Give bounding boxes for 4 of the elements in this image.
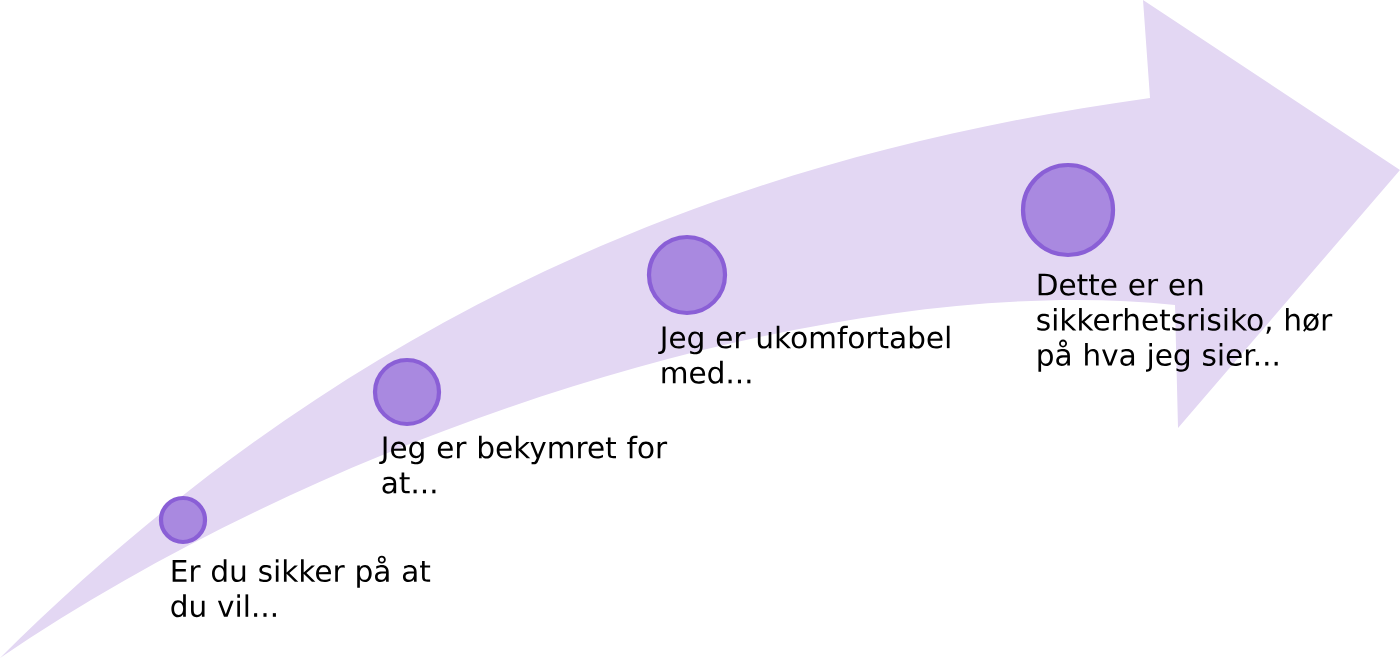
step-label: Jeg er bekymret for at... (379, 435, 668, 494)
step-label: Jeg er ukomfortabel med... (658, 325, 950, 384)
step-label: Er du sikker på at du vil... (171, 555, 431, 618)
step-label: Dette er en sikkerhetsrisiko, hør på hva jeg sier... (1037, 273, 1333, 372)
